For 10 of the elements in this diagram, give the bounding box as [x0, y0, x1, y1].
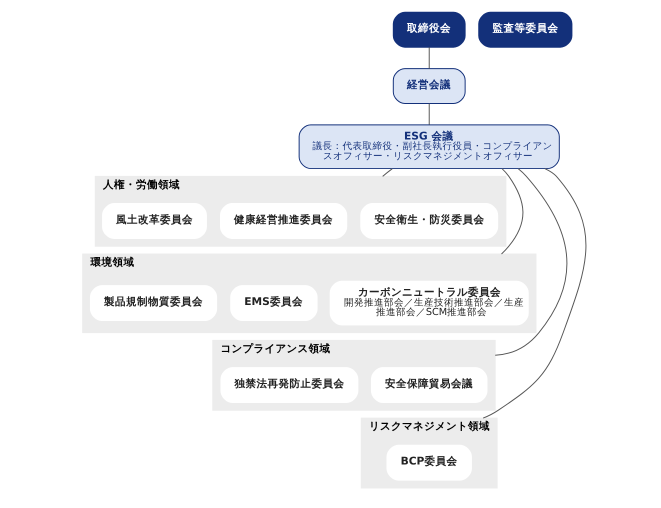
node-box: 経営会議: [392, 68, 466, 104]
node-box: 取締役会: [392, 12, 466, 48]
connector: [501, 168, 524, 254]
connector: [482, 168, 586, 419]
node-box: ESG 会議 議長：代表取締役・副社長執行役員・コンプライアンスオフィサー・リスクマネジメントオフィサー: [298, 124, 560, 170]
connector: [428, 46, 430, 70]
connector: [382, 168, 393, 177]
connector: [428, 103, 430, 126]
node-box: 監査等委員会: [478, 12, 572, 48]
connector: [494, 168, 568, 356]
